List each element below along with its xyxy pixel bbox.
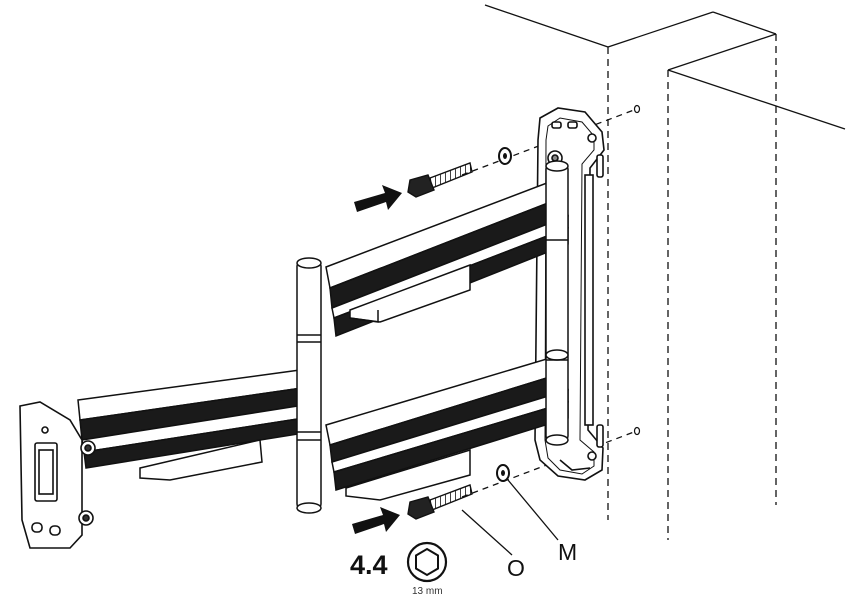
drill-holes [633, 104, 641, 436]
swing-arm [77, 369, 305, 481]
wall-corner [484, 4, 846, 540]
plate-pivot [545, 160, 569, 446]
lower-arm [325, 354, 569, 501]
leader-lines [461, 479, 559, 556]
lower-washer [496, 464, 510, 482]
insert-arrow-lower [352, 507, 400, 534]
hex-socket-icon [406, 541, 448, 583]
tv-bracket [19, 401, 96, 549]
pivot-column [296, 257, 322, 514]
bolt-label: O [507, 555, 525, 581]
washer-label: M [558, 539, 577, 565]
lower-lag-bolt [407, 484, 473, 520]
tool-size-label: 13 mm [412, 586, 443, 597]
step-number: 4.4 [350, 550, 388, 580]
upper-lag-bolt [407, 162, 473, 198]
insert-arrow-upper [354, 185, 402, 212]
upper-washer [498, 147, 512, 165]
